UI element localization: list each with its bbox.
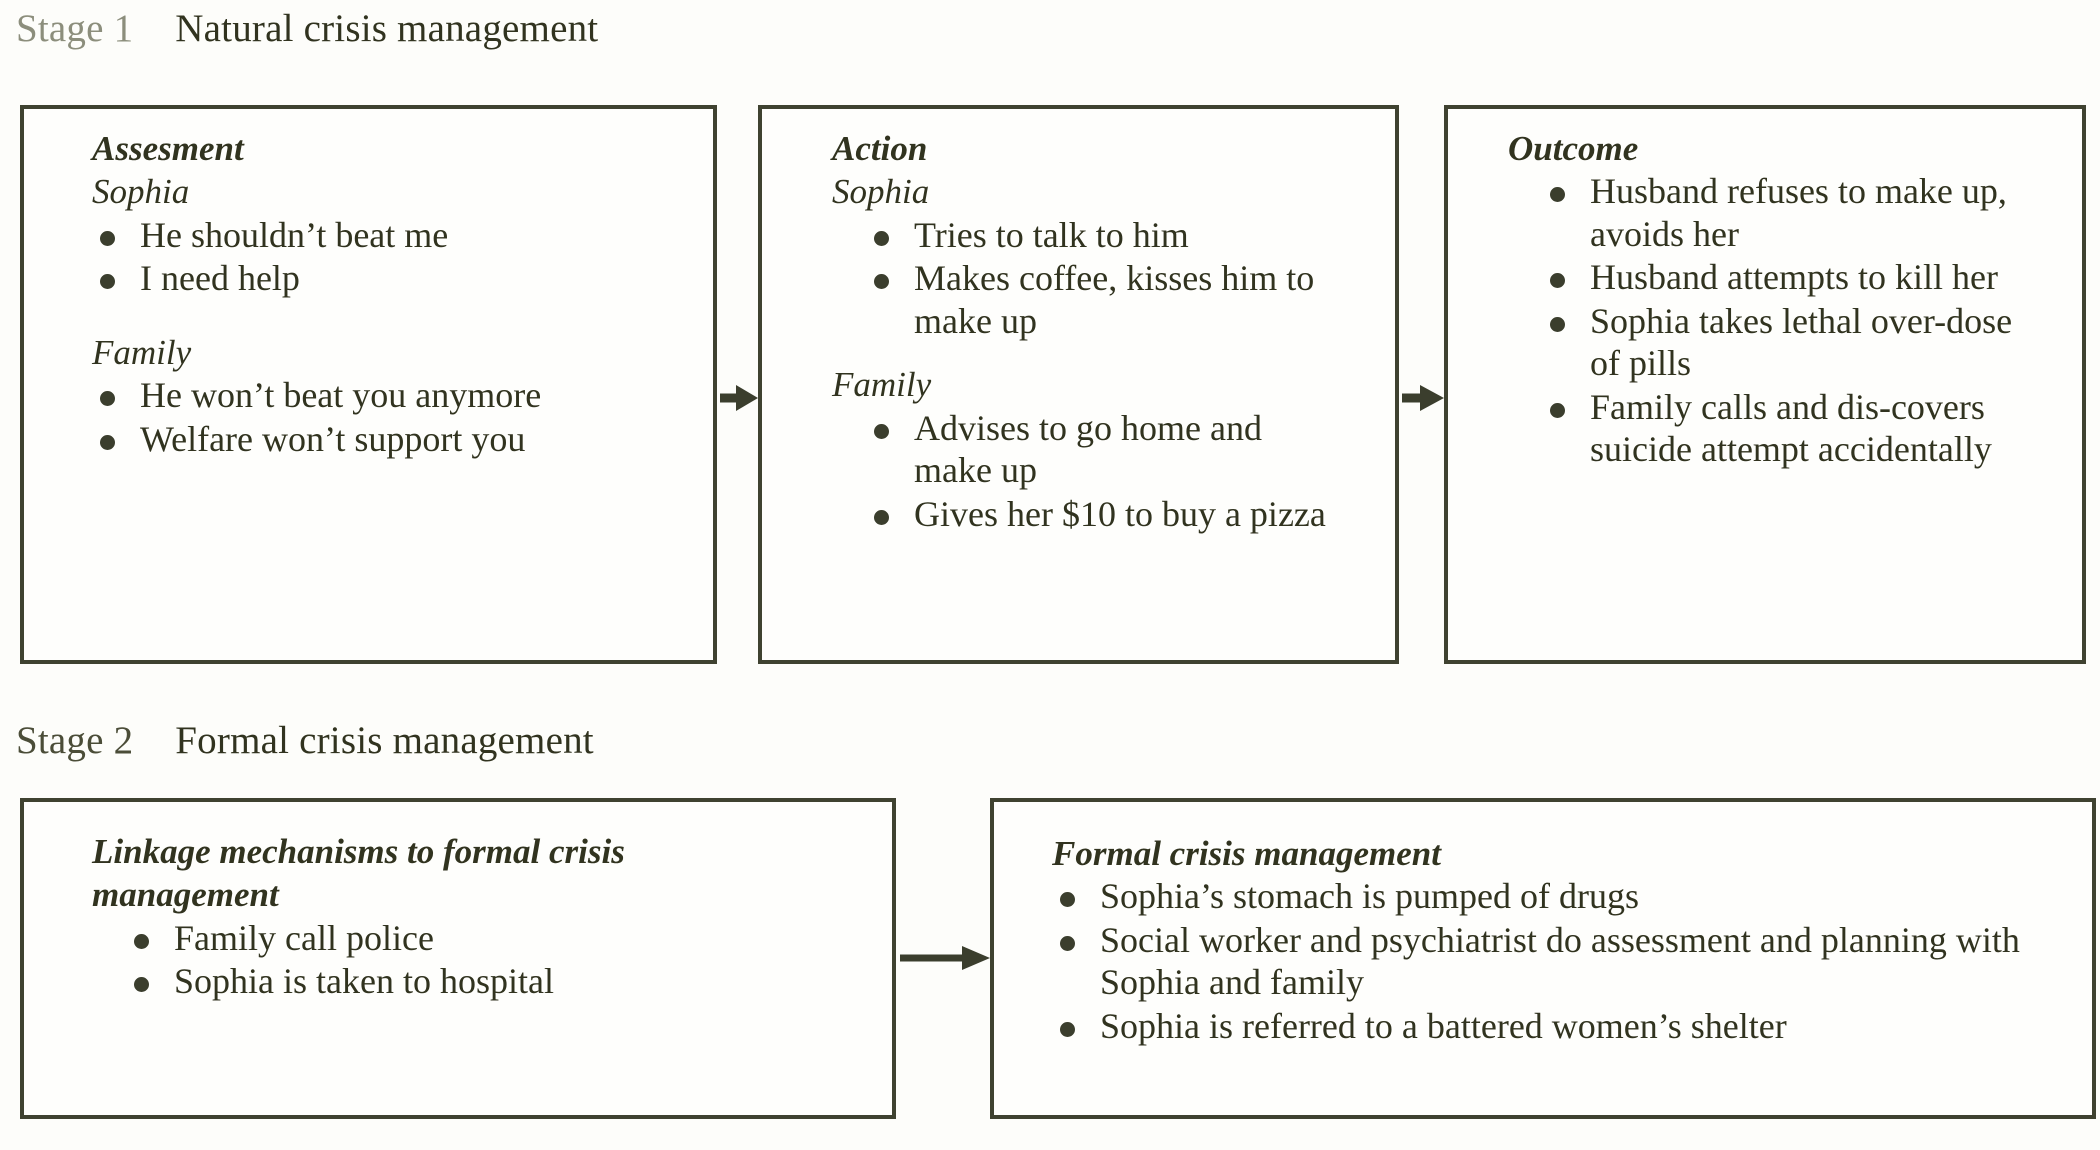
list-item: Husband refuses to make up, avoids her bbox=[1542, 170, 2020, 255]
assessment-group-0-subtitle: Sophia bbox=[92, 172, 190, 212]
bullet-dot-icon bbox=[1550, 273, 1565, 289]
list-item-text: Sophia is referred to a battered women’s… bbox=[1100, 1005, 1787, 1046]
list-item-text: Welfare won’t support you bbox=[140, 418, 526, 459]
linkage-list: Family call police Sophia is taken to ho… bbox=[126, 917, 652, 1003]
arrow-action-to-outcome-icon bbox=[1402, 385, 1444, 411]
bullet-dot-icon bbox=[134, 977, 149, 993]
spacer bbox=[832, 343, 1344, 363]
action-group-0-subtitle: Sophia bbox=[832, 172, 930, 212]
list-item: Welfare won’t support you bbox=[92, 418, 541, 460]
spacer bbox=[92, 301, 541, 331]
list-item-text: Husband refuses to make up, avoids her bbox=[1590, 171, 2007, 254]
list-item-text: Husband attempts to kill her bbox=[1590, 257, 1998, 298]
assessment-title: Assesment bbox=[92, 129, 244, 168]
stage-1-title: Natural crisis management bbox=[175, 7, 599, 50]
linkage-box: Linkage mechanisms to formal crisis mana… bbox=[20, 798, 896, 1119]
bullet-dot-icon bbox=[1060, 1021, 1075, 1037]
list-item: He won’t beat you anymore bbox=[92, 374, 541, 416]
bullet-dot-icon bbox=[1550, 316, 1565, 332]
assessment-box: Assesment Sophia He shouldn’t beat me I … bbox=[20, 105, 717, 664]
list-item-text: Gives her $10 to buy a pizza bbox=[914, 493, 1326, 534]
formal-list: Sophia’s stomach is pumped of drugs Soci… bbox=[1052, 875, 2080, 1047]
outcome-box: Outcome Husband refuses to make up, avoi… bbox=[1444, 105, 2086, 664]
bullet-dot-icon bbox=[1550, 402, 1565, 418]
bullet-dot-icon bbox=[1060, 892, 1075, 908]
list-item-text: Family calls and dis-covers suicide atte… bbox=[1590, 386, 1992, 470]
outcome-list: Husband refuses to make up, avoids her H… bbox=[1542, 170, 2020, 470]
arrow-linkage-to-formal-icon bbox=[900, 946, 990, 970]
action-title: Action bbox=[832, 129, 928, 168]
assessment-content: Assesment Sophia He shouldn’t beat me I … bbox=[92, 127, 541, 461]
list-item: Sophia’s stomach is pumped of drugs bbox=[1052, 875, 2080, 917]
bullet-dot-icon bbox=[874, 274, 889, 290]
list-item-text: Makes coffee, kisses him to make up bbox=[914, 258, 1315, 341]
list-item: Sophia is referred to a battered women’s… bbox=[1052, 1005, 2080, 1047]
outcome-title: Outcome bbox=[1508, 129, 1639, 168]
formal-title: Formal crisis management bbox=[1052, 834, 1441, 873]
list-item: Tries to talk to him bbox=[866, 214, 1344, 256]
list-item-text: Advises to go home and make up bbox=[914, 407, 1262, 491]
list-item-text: Sophia is taken to hospital bbox=[174, 961, 554, 1002]
list-item: Husband attempts to kill her bbox=[1542, 256, 2020, 298]
list-item: Social worker and psychiatrist do assess… bbox=[1052, 919, 2080, 1004]
action-box: Action Sophia Tries to talk to him Makes… bbox=[758, 105, 1399, 664]
bullet-dot-icon bbox=[1550, 187, 1565, 203]
stage-2-label: Stage 2 bbox=[16, 719, 134, 762]
list-item-text: Family call police bbox=[174, 917, 434, 958]
assessment-group-1-subtitle: Family bbox=[92, 332, 192, 372]
list-item: He shouldn’t beat me bbox=[92, 214, 541, 256]
stage-1-heading: Stage 1 Natural crisis management bbox=[16, 6, 598, 51]
formal-crisis-management-box: Formal crisis management Sophia’s stomac… bbox=[990, 798, 2096, 1119]
list-item: Gives her $10 to buy a pizza bbox=[866, 493, 1344, 535]
stage-2-heading: Stage 2 Formal crisis management bbox=[16, 718, 594, 763]
list-item: Sophia takes lethal over-dose of pills bbox=[1542, 300, 2020, 385]
outcome-content: Outcome Husband refuses to make up, avoi… bbox=[1508, 127, 2020, 472]
action-content: Action Sophia Tries to talk to him Makes… bbox=[832, 127, 1344, 536]
bullet-dot-icon bbox=[134, 933, 149, 949]
linkage-content: Linkage mechanisms to formal crisis mana… bbox=[92, 830, 652, 1004]
bullet-dot-icon bbox=[874, 230, 889, 246]
bullet-dot-icon bbox=[100, 230, 115, 246]
list-item: Makes coffee, kisses him to make up bbox=[866, 257, 1344, 342]
bullet-dot-icon bbox=[100, 434, 115, 450]
action-group-0-list: Tries to talk to him Makes coffee, kisse… bbox=[866, 214, 1344, 342]
formal-content: Formal crisis management Sophia’s stomac… bbox=[1052, 832, 2080, 1048]
linkage-title: Linkage mechanisms to formal crisis mana… bbox=[92, 832, 625, 915]
stage-2-title: Formal crisis management bbox=[175, 719, 594, 762]
bullet-dot-icon bbox=[874, 509, 889, 525]
action-group-1-subtitle: Family bbox=[832, 365, 932, 405]
bullet-dot-icon bbox=[1060, 935, 1075, 951]
assessment-group-0-list: He shouldn’t beat me I need help bbox=[92, 214, 541, 300]
list-item: Family calls and dis-covers suicide atte… bbox=[1542, 386, 2020, 471]
list-item-text: Tries to talk to him bbox=[914, 214, 1189, 255]
list-item: I need help bbox=[92, 257, 541, 299]
bullet-dot-icon bbox=[100, 391, 115, 407]
list-item-text: He shouldn’t beat me bbox=[140, 214, 449, 255]
arrow-assessment-to-action-icon bbox=[720, 385, 758, 411]
bullet-dot-icon bbox=[874, 423, 889, 439]
list-item-text: Sophia’s stomach is pumped of drugs bbox=[1100, 876, 1639, 917]
bullet-dot-icon bbox=[100, 274, 115, 290]
list-item-text: Sophia takes lethal over-dose of pills bbox=[1590, 300, 2013, 384]
list-item: Advises to go home and make up bbox=[866, 407, 1344, 492]
list-item: Family call police bbox=[126, 917, 604, 959]
stage-1-label: Stage 1 bbox=[16, 7, 134, 50]
list-item-text: I need help bbox=[140, 258, 300, 299]
action-group-1-list: Advises to go home and make up Gives her… bbox=[866, 407, 1344, 535]
assessment-group-1-list: He won’t beat you anymore Welfare won’t … bbox=[92, 374, 541, 460]
list-item-text: He won’t beat you anymore bbox=[140, 375, 542, 416]
list-item: Sophia is taken to hospital bbox=[126, 960, 604, 1002]
list-item-text: Social worker and psychiatrist do assess… bbox=[1100, 919, 2020, 1003]
